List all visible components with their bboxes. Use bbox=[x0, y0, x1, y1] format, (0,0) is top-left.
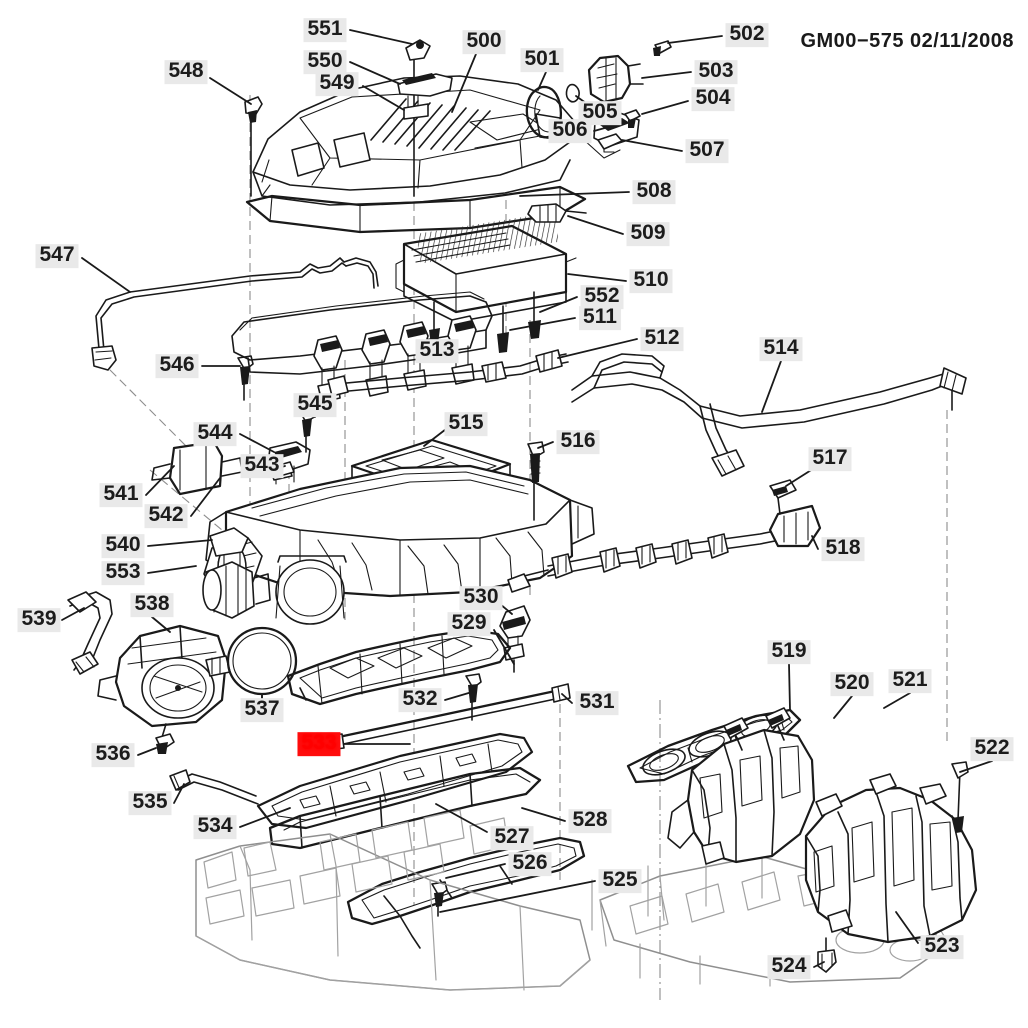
callout-510: 510 bbox=[629, 268, 673, 293]
valley-cover-plate-534 bbox=[256, 732, 542, 850]
callout-532: 532 bbox=[398, 687, 442, 712]
callout-546: 546 bbox=[155, 353, 199, 378]
callout-516: 516 bbox=[556, 429, 600, 454]
callout-505: 505 bbox=[578, 100, 622, 125]
callout-541: 541 bbox=[99, 482, 143, 507]
gasket-ring-537 bbox=[226, 626, 298, 703]
callout-514: 514 bbox=[759, 336, 803, 361]
callout-506: 506 bbox=[548, 118, 592, 143]
bolt-548 bbox=[244, 96, 263, 197]
callout-521: 521 bbox=[888, 668, 932, 693]
callout-517: 517 bbox=[808, 446, 852, 471]
callout-507: 507 bbox=[685, 138, 729, 163]
intake-manifold-body bbox=[203, 464, 595, 625]
intake-gasket-528 bbox=[286, 628, 512, 706]
long-bolt-516 bbox=[527, 441, 545, 521]
callout-553: 553 bbox=[101, 560, 145, 585]
callout-544: 544 bbox=[193, 421, 237, 446]
callout-leader-lines bbox=[61, 29, 993, 968]
callout-540: 540 bbox=[101, 533, 145, 558]
right-top-small-parts bbox=[525, 40, 672, 159]
callout-528: 528 bbox=[568, 808, 612, 833]
line-535 bbox=[169, 769, 259, 805]
upper-fuel-rail bbox=[231, 291, 569, 403]
callout-509: 509 bbox=[626, 221, 670, 246]
callout-501: 501 bbox=[520, 47, 564, 72]
callout-531: 531 bbox=[575, 690, 619, 715]
callout-552: 552 bbox=[580, 284, 624, 309]
bolt-532 bbox=[465, 673, 482, 721]
callout-527: 527 bbox=[490, 825, 534, 850]
callout-519: 519 bbox=[767, 639, 811, 664]
hose-assembly-514 bbox=[571, 353, 967, 477]
throttle-body-538 bbox=[67, 591, 231, 754]
bolt-546 bbox=[237, 355, 254, 401]
supercharger-snout-pulley bbox=[202, 561, 271, 619]
callout-529: 529 bbox=[447, 611, 491, 636]
document-header-text: GM00−575 02/11/2008 bbox=[800, 30, 1014, 52]
injector-harness-518 bbox=[507, 479, 822, 593]
callout-535: 535 bbox=[128, 790, 172, 815]
callout-513: 513 bbox=[415, 338, 459, 363]
callout-511: 511 bbox=[579, 305, 621, 330]
callout-548: 548 bbox=[164, 59, 208, 84]
left-sensor-parts bbox=[151, 407, 317, 496]
line-547 bbox=[91, 257, 379, 371]
callout-524: 524 bbox=[767, 954, 811, 979]
callout-549: 549 bbox=[315, 71, 359, 96]
callout-503: 503 bbox=[694, 59, 738, 84]
callout-504: 504 bbox=[691, 86, 735, 111]
temperature-sensor-530 bbox=[499, 605, 531, 673]
callout-518: 518 bbox=[821, 536, 865, 561]
callout-545: 545 bbox=[293, 392, 337, 417]
callout-550: 550 bbox=[303, 49, 347, 74]
callout-538: 538 bbox=[130, 592, 174, 617]
injectors-row bbox=[313, 315, 477, 403]
callout-520: 520 bbox=[830, 671, 874, 696]
callout-530: 530 bbox=[459, 585, 503, 610]
callout-523: 523 bbox=[920, 934, 964, 959]
callout-526: 526 bbox=[508, 851, 552, 876]
top-stud-and-sensor-group bbox=[397, 39, 453, 197]
callout-537: 537 bbox=[240, 697, 284, 722]
callout-515: 515 bbox=[444, 411, 488, 436]
callout-547: 547 bbox=[35, 243, 79, 268]
callout-512: 512 bbox=[640, 326, 684, 351]
callout-525: 525 bbox=[598, 868, 642, 893]
callout-542: 542 bbox=[144, 503, 188, 528]
callout-533: 533 bbox=[297, 731, 341, 756]
callout-543: 543 bbox=[240, 453, 284, 478]
exhaust-manifolds-group bbox=[626, 707, 978, 973]
callout-534: 534 bbox=[193, 814, 237, 839]
callout-522: 522 bbox=[970, 736, 1014, 761]
intercooler-510 bbox=[395, 203, 587, 353]
callout-508: 508 bbox=[632, 179, 676, 204]
callout-551: 551 bbox=[303, 17, 347, 42]
callout-502: 502 bbox=[725, 22, 769, 47]
supercharger-cover-gasket-508 bbox=[245, 185, 587, 234]
ghosted-engine-block bbox=[195, 809, 945, 991]
alignment-rod-531 bbox=[325, 683, 571, 751]
callout-539: 539 bbox=[17, 607, 61, 632]
callout-536: 536 bbox=[91, 742, 135, 767]
callout-500: 500 bbox=[462, 29, 506, 54]
